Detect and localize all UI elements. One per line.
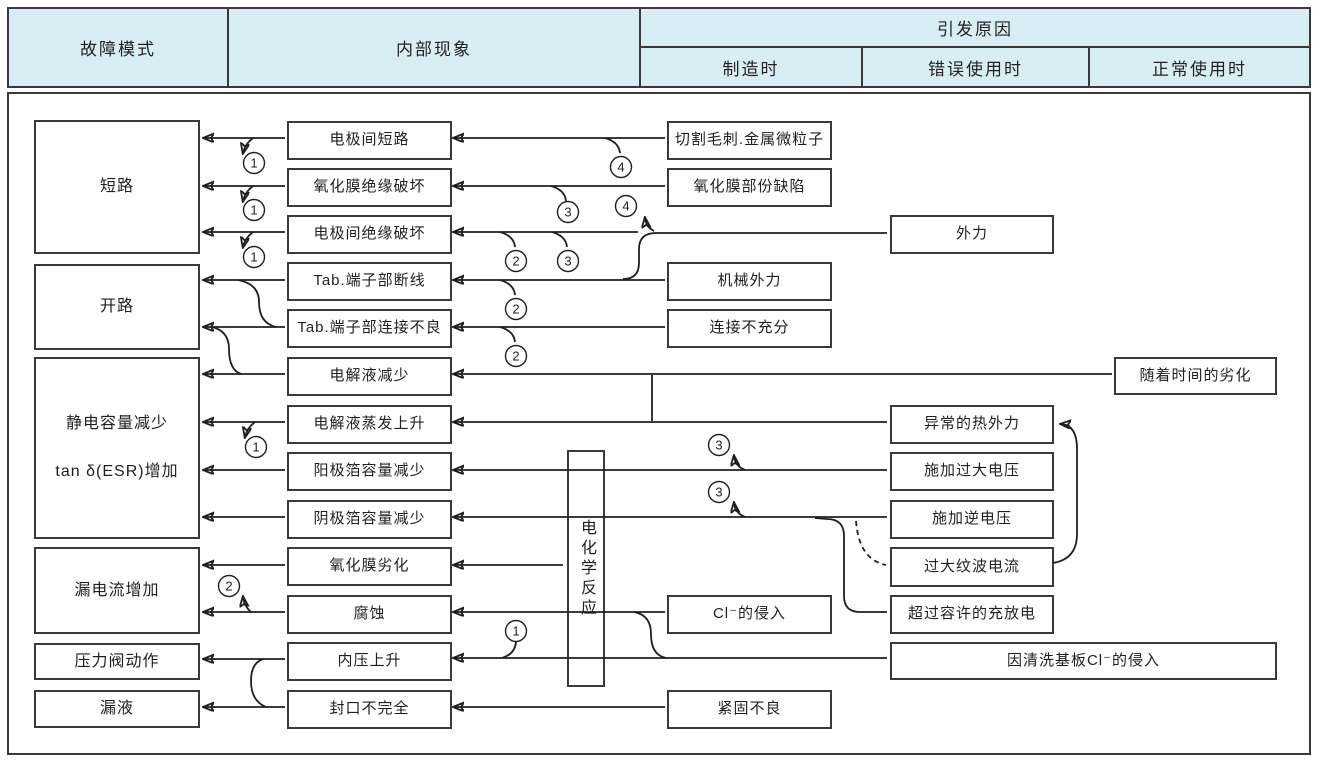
box-ph-anode-foil-capacity-decrease: 阳极箔容量减少 [287, 452, 452, 491]
box-ph-oxide-degradation: 氧化膜劣化 [287, 547, 452, 586]
header-fault-mode: 故障模式 [7, 7, 229, 88]
box-fault-open-circuit: 开路 [34, 264, 200, 350]
box-ph-incomplete-sealing: 封口不完全 [287, 690, 452, 729]
box-ph-electrolyte-decrease: 电解液减少 [287, 357, 452, 396]
box-mf-insufficient-connection: 连接不充分 [667, 309, 832, 348]
box-ph-tab-terminal-bad-connection: Tab.端子部连接不良 [287, 309, 452, 348]
box-ph-tab-terminal-break: Tab.端子部断线 [287, 262, 452, 301]
box-nm-aging: 随着时间的劣化 [1114, 357, 1277, 395]
header-cause: 引发原因 [639, 7, 1311, 48]
box-mu-excess-charge-discharge: 超过容许的充放电 [890, 595, 1054, 634]
box-fault-liquid-leak: 漏液 [34, 690, 200, 728]
box-mf-cl-intrusion: Cl⁻的侵入 [667, 595, 832, 634]
box-ph-oxide-insulation-breakdown: 氧化膜绝缘破坏 [287, 168, 452, 207]
box-ph-electrolyte-evaporation: 电解液蒸发上升 [287, 405, 452, 444]
box-mu-external-force: 外力 [890, 215, 1054, 254]
box-ph-cathode-foil-capacity-decrease: 阴极箔容量减少 [287, 500, 452, 539]
box-fault-leakage-current-increase: 漏电流增加 [34, 547, 200, 634]
box-mf-oxide-partial-defect: 氧化膜部份缺陷 [667, 168, 832, 207]
box-mf-poor-fastening: 紧固不良 [667, 690, 832, 729]
box-mu-overvoltage: 施加过大电压 [890, 452, 1054, 491]
header-sub-normal: 正常使用时 [1088, 46, 1311, 88]
box-mu-excess-ripple-current: 过大纹波电流 [890, 547, 1054, 587]
diagram-area: 短路开路静电容量减少 tan δ(ESR)增加漏电流增加压力阀动作漏液 电极间短路… [7, 92, 1311, 755]
box-ph-internal-pressure-rise: 内压上升 [287, 642, 452, 681]
box-ph-electrode-insulation-breakdown: 电极间绝缘破坏 [287, 215, 452, 254]
box-ph-electrode-short: 电极间短路 [287, 121, 452, 160]
box-mu-board-cleaning-cl: 因清洗基板Cl⁻的侵入 [890, 642, 1277, 680]
box-ph-corrosion: 腐蚀 [287, 595, 452, 634]
box-fault-pressure-valve: 压力阀动作 [34, 643, 200, 680]
box-mu-reverse-voltage: 施加逆电压 [890, 500, 1054, 539]
box-electrochemical-reaction: 电化学反应 [567, 450, 605, 687]
box-fault-capacitance-decrease: 静电容量减少 tan δ(ESR)增加 [34, 357, 200, 539]
box-fault-short-circuit: 短路 [34, 120, 200, 254]
header-sub-misuse: 错误使用时 [861, 46, 1090, 88]
box-mu-abnormal-thermal: 异常的热外力 [890, 405, 1054, 444]
header-internal-phenomenon: 内部现象 [227, 7, 641, 88]
box-mf-cutting-burr: 切割毛刺.金属微粒子 [667, 121, 832, 160]
header-sub-manufacturing: 制造时 [639, 46, 863, 88]
box-mf-mechanical-force: 机械外力 [667, 262, 832, 301]
